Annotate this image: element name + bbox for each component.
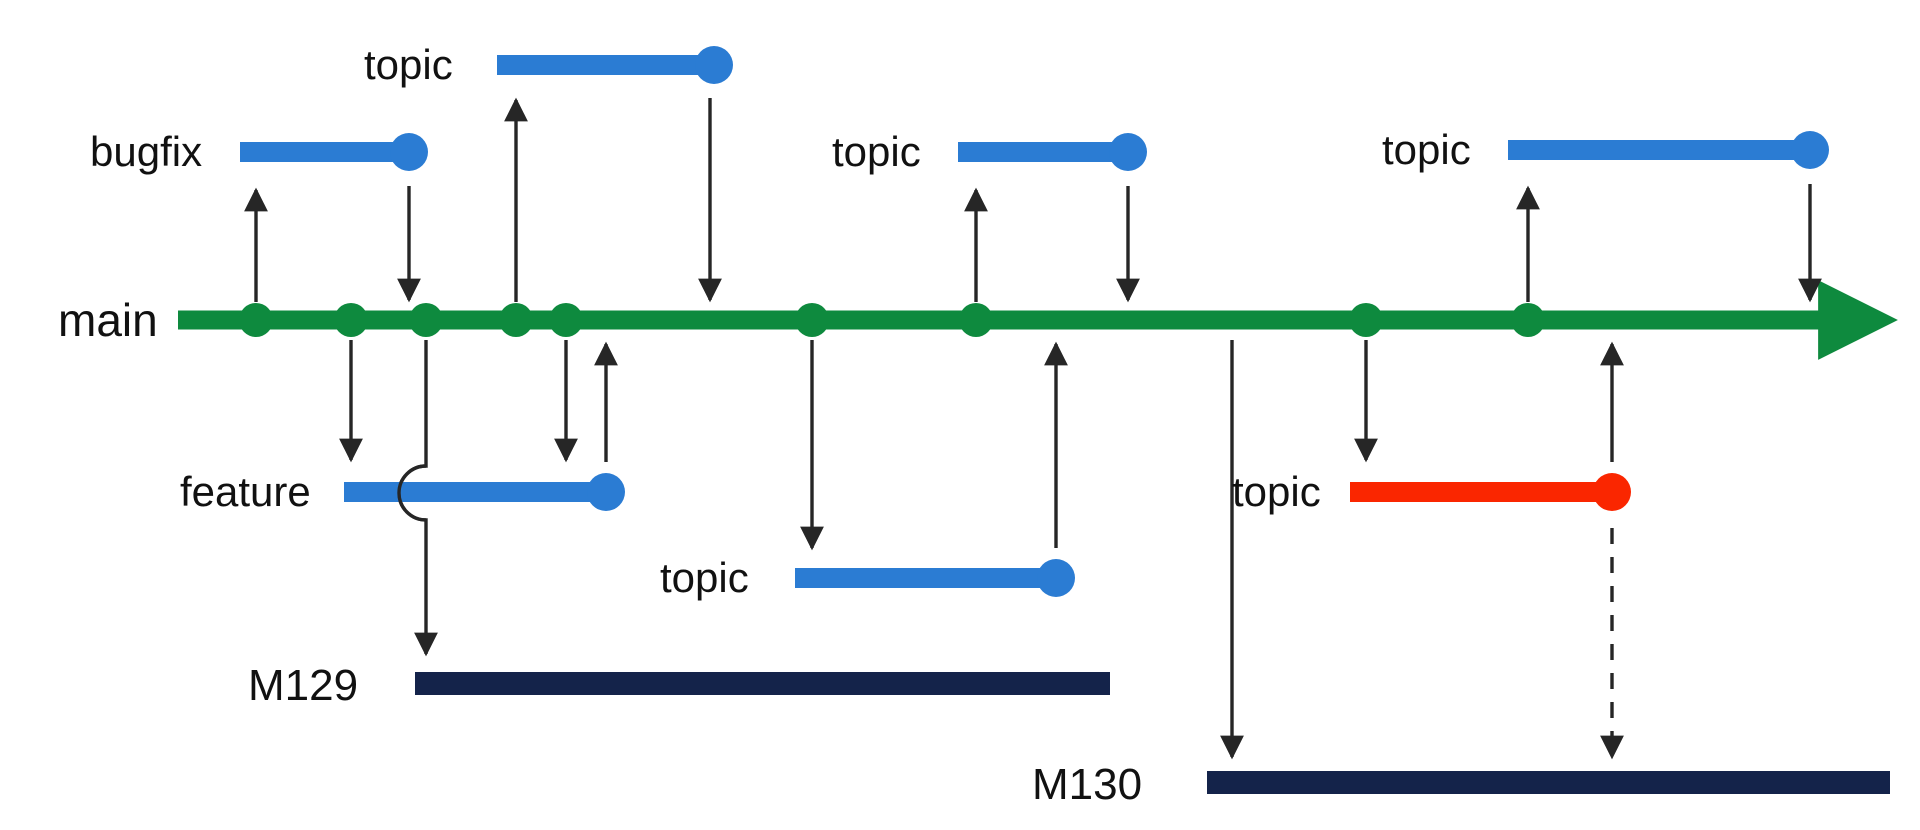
branch-topic-right-upper[interactable]: topic bbox=[1382, 126, 1829, 173]
release-bar-m130-label: M130 bbox=[1032, 760, 1142, 809]
arrow-hop-over-feature bbox=[397, 464, 427, 522]
release-bar-m129-label: M129 bbox=[248, 661, 358, 710]
branch-topic-right-upper-tip-dot[interactable] bbox=[1791, 131, 1829, 169]
branch-bugfix-label: bugfix bbox=[90, 128, 202, 175]
main-commit-dot[interactable] bbox=[239, 303, 273, 337]
arrow-layer bbox=[244, 97, 1822, 760]
main-commit-dot[interactable] bbox=[334, 303, 368, 337]
branch-feature[interactable]: feature bbox=[180, 468, 625, 515]
branch-topic-bottom-tip-dot[interactable] bbox=[1037, 559, 1075, 597]
main-branch: main bbox=[58, 280, 1898, 360]
main-branch-label: main bbox=[58, 294, 158, 346]
release-bar-m129[interactable]: M129 bbox=[248, 661, 1110, 710]
branch-topic-red[interactable]: topic bbox=[1232, 468, 1631, 515]
branch-feature-label: feature bbox=[180, 468, 311, 515]
branch-topic-mid-upper-label: topic bbox=[832, 128, 921, 175]
release-layer: M129 M130 bbox=[248, 661, 1890, 809]
main-commit-dot[interactable] bbox=[499, 303, 533, 337]
main-commit-dot[interactable] bbox=[549, 303, 583, 337]
branch-topic-bottom-label: topic bbox=[660, 554, 749, 601]
main-commit-dot[interactable] bbox=[959, 303, 993, 337]
branch-topic-right-upper-label: topic bbox=[1382, 126, 1471, 173]
branch-topic-bottom[interactable]: topic bbox=[660, 554, 1075, 601]
branch-topic-top[interactable]: topic bbox=[364, 41, 733, 88]
branch-layer: bugfix topic topic topic feature bbox=[90, 41, 1829, 601]
main-commit-dot[interactable] bbox=[409, 303, 443, 337]
release-bar-m130-rect bbox=[1207, 771, 1890, 794]
branch-feature-tip-dot[interactable] bbox=[587, 473, 625, 511]
main-commit-dot[interactable] bbox=[1349, 303, 1383, 337]
release-bar-m130[interactable]: M130 bbox=[1032, 760, 1890, 809]
release-bar-m129-rect bbox=[415, 672, 1110, 695]
branch-bugfix[interactable]: bugfix bbox=[90, 128, 428, 175]
branch-topic-top-tip-dot[interactable] bbox=[695, 46, 733, 84]
branch-topic-red-tip-dot[interactable] bbox=[1593, 473, 1631, 511]
branch-bugfix-tip-dot[interactable] bbox=[390, 133, 428, 171]
branch-topic-mid-upper-tip-dot[interactable] bbox=[1109, 133, 1147, 171]
branch-topic-mid-upper[interactable]: topic bbox=[832, 128, 1147, 175]
main-commit-dot[interactable] bbox=[795, 303, 829, 337]
main-commit-dot[interactable] bbox=[1511, 303, 1545, 337]
branch-topic-red-label: topic bbox=[1232, 468, 1321, 515]
branch-topic-top-label: topic bbox=[364, 41, 453, 88]
